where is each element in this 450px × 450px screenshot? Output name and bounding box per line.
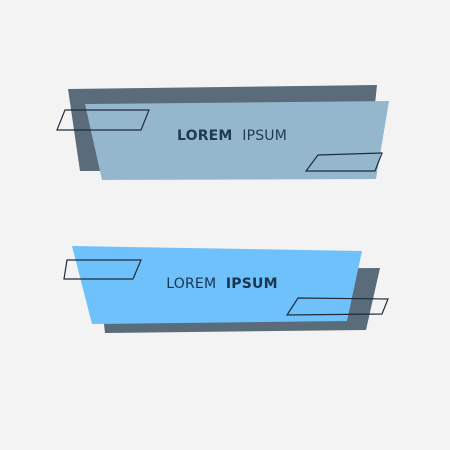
banner-1-outline-left	[56, 109, 150, 131]
banner-2-outline-left	[63, 259, 142, 280]
banner-2-face-shape	[72, 246, 362, 324]
banner-1-text: LOREM IPSUM	[177, 128, 287, 144]
banner-2-word-1: LOREM	[166, 276, 216, 292]
banner-1-outline-right	[304, 152, 383, 172]
banner-2-text: LOREM IPSUM	[166, 276, 278, 292]
banner-2-outline-right	[285, 297, 389, 316]
banner-2-word-2: IPSUM	[226, 276, 278, 292]
banner-1: LOREM IPSUM	[56, 85, 389, 180]
banner-1-face-shape	[85, 101, 389, 180]
banner-1-word-1: LOREM	[177, 128, 233, 144]
banner-2: LOREM IPSUM	[63, 246, 389, 333]
banner-1-word-2: IPSUM	[242, 128, 287, 144]
